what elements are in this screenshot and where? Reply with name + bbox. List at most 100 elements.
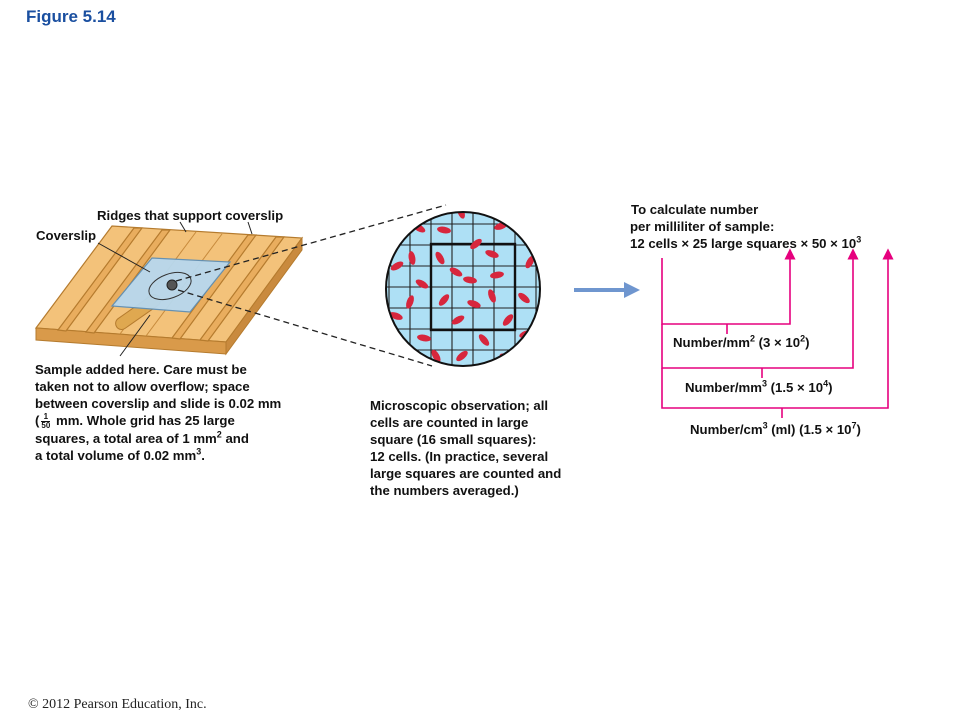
calculation-brackets: [661, 248, 894, 418]
times-sign: ×: [825, 422, 834, 437]
calc-text: (1.5: [766, 380, 798, 395]
leader-ridges-2: [247, 221, 253, 235]
sample-note-line: taken not to allow overflow; space: [35, 379, 250, 394]
microscope-caption: Microscopic observation; all cells are c…: [370, 397, 630, 499]
caption-line: the numbers averaged.): [370, 483, 519, 498]
red-cell: [437, 226, 451, 234]
times-sign: ×: [800, 236, 809, 251]
red-cell: [438, 294, 450, 306]
sample-note-line: between coverslip and slide is 0.02 mm: [35, 396, 282, 411]
figure-title: Figure 5.14: [26, 7, 116, 26]
red-cell: [449, 267, 463, 277]
caption-line: Microscopic observation; all: [370, 398, 549, 413]
leader-sample: [119, 314, 151, 357]
superscript: 2: [749, 333, 755, 344]
sample-note-text: a total volume of 0.02 mm: [35, 448, 197, 464]
caption-line: square (16 small squares):: [370, 432, 537, 447]
number-per-mm3: Number/mm3 (1.5 × 104): [685, 379, 833, 396]
sample-note-text: and: [221, 431, 249, 447]
calculation-heading: To calculate number per milliliter of sa…: [630, 201, 940, 252]
calc-text: Number/cm: [690, 422, 763, 437]
leader-ridges-1: [179, 221, 187, 233]
sample-note: Sample added here. Care must be taken no…: [35, 361, 355, 464]
red-cell: [463, 276, 477, 284]
open-paren: (: [35, 413, 40, 428]
red-cell: [406, 295, 414, 309]
calc-line: To calculate number: [631, 202, 759, 217]
result-arrow: [574, 282, 640, 298]
calc-text: 10: [833, 422, 852, 437]
red-cell: [502, 314, 514, 326]
copyright-notice: © 2012 Pearson Education, Inc.: [28, 697, 207, 712]
bracket-mm2: [661, 248, 796, 325]
times-sign: ×: [774, 335, 782, 350]
bracket-cm3: [661, 248, 894, 409]
superscript: 3: [761, 378, 767, 389]
red-cell: [488, 289, 496, 303]
red-cell: [457, 212, 465, 219]
caption-line: cells are counted in large: [370, 415, 529, 430]
red-cell: [478, 334, 490, 346]
caption-line: large squares are counted and: [370, 466, 562, 481]
calc-text: 10: [781, 335, 801, 350]
calc-text: 10: [804, 380, 824, 395]
number-per-cm3: Number/cm3 (ml) (1.5 × 107): [690, 421, 861, 438]
red-cell: [431, 349, 441, 363]
superscript: 7: [851, 420, 857, 431]
calc-line: per milliliter of sample:: [630, 219, 775, 234]
superscript: 3: [196, 446, 202, 457]
red-cell: [435, 251, 445, 265]
red-cell: [408, 251, 416, 265]
microscope-field: [385, 211, 541, 367]
calc-text: ): [828, 380, 833, 395]
calc-text: (ml) (1.5: [767, 422, 826, 437]
sample-note-text: .: [201, 448, 205, 464]
red-cell: [456, 350, 468, 362]
ridges-label: Ridges that support coverslip: [97, 208, 284, 223]
red-cell: [485, 250, 499, 258]
red-cell: [467, 300, 481, 308]
sample-note-line: Sample added here. Care must be: [35, 362, 247, 377]
calc-text: Number/mm: [685, 380, 762, 395]
calc-text: 12 cells: [630, 236, 682, 251]
superscript: 2: [216, 429, 222, 440]
zoom-line-bottom: [177, 289, 433, 367]
number-per-mm2: Number/mm2 (3 × 102): [673, 334, 810, 351]
calc-text: 50: [808, 236, 831, 251]
caption-line: 12 cells. (In practice, several: [370, 449, 549, 464]
red-cell: [470, 238, 482, 250]
sample-note-line: a total volume of 0.02 mm3.: [35, 447, 355, 464]
fraction-numerator: 1: [41, 413, 51, 423]
sample-note-line: squares, a total area of 1 mm2 and: [35, 430, 355, 447]
superscript: 4: [823, 378, 829, 389]
red-cell: [451, 315, 465, 325]
slide-side-face: [225, 236, 303, 356]
zoom-line-top: [175, 204, 447, 282]
calc-text: ): [805, 335, 810, 350]
calc-text: Number/mm: [673, 335, 750, 350]
red-cell: [490, 271, 504, 279]
red-cell: [390, 261, 404, 271]
coverslip-label: Coverslip: [36, 228, 97, 243]
counting-chamber-slide: [34, 204, 447, 367]
calc-text: 10: [837, 236, 857, 251]
red-cell: [389, 312, 403, 320]
calc-text: 25 large squares: [689, 236, 801, 251]
red-cell: [417, 334, 431, 342]
times-sign: ×: [681, 236, 690, 251]
leader-coverslip: [97, 242, 151, 273]
red-cell: [415, 279, 429, 289]
superscript: 3: [762, 420, 768, 431]
calc-text: ): [856, 422, 861, 437]
sample-drop: [148, 271, 192, 301]
superscript: 2: [800, 333, 806, 344]
sample-note-text: squares, a total area of 1 mm: [35, 431, 217, 447]
calc-formula: 12 cells × 25 large squares × 50 × 103: [630, 235, 940, 252]
red-cell: [518, 292, 530, 304]
sample-note-text: mm. Whole grid has 25 large: [52, 413, 235, 428]
grid-marker: [166, 279, 178, 291]
bracket-mm3: [661, 248, 859, 369]
